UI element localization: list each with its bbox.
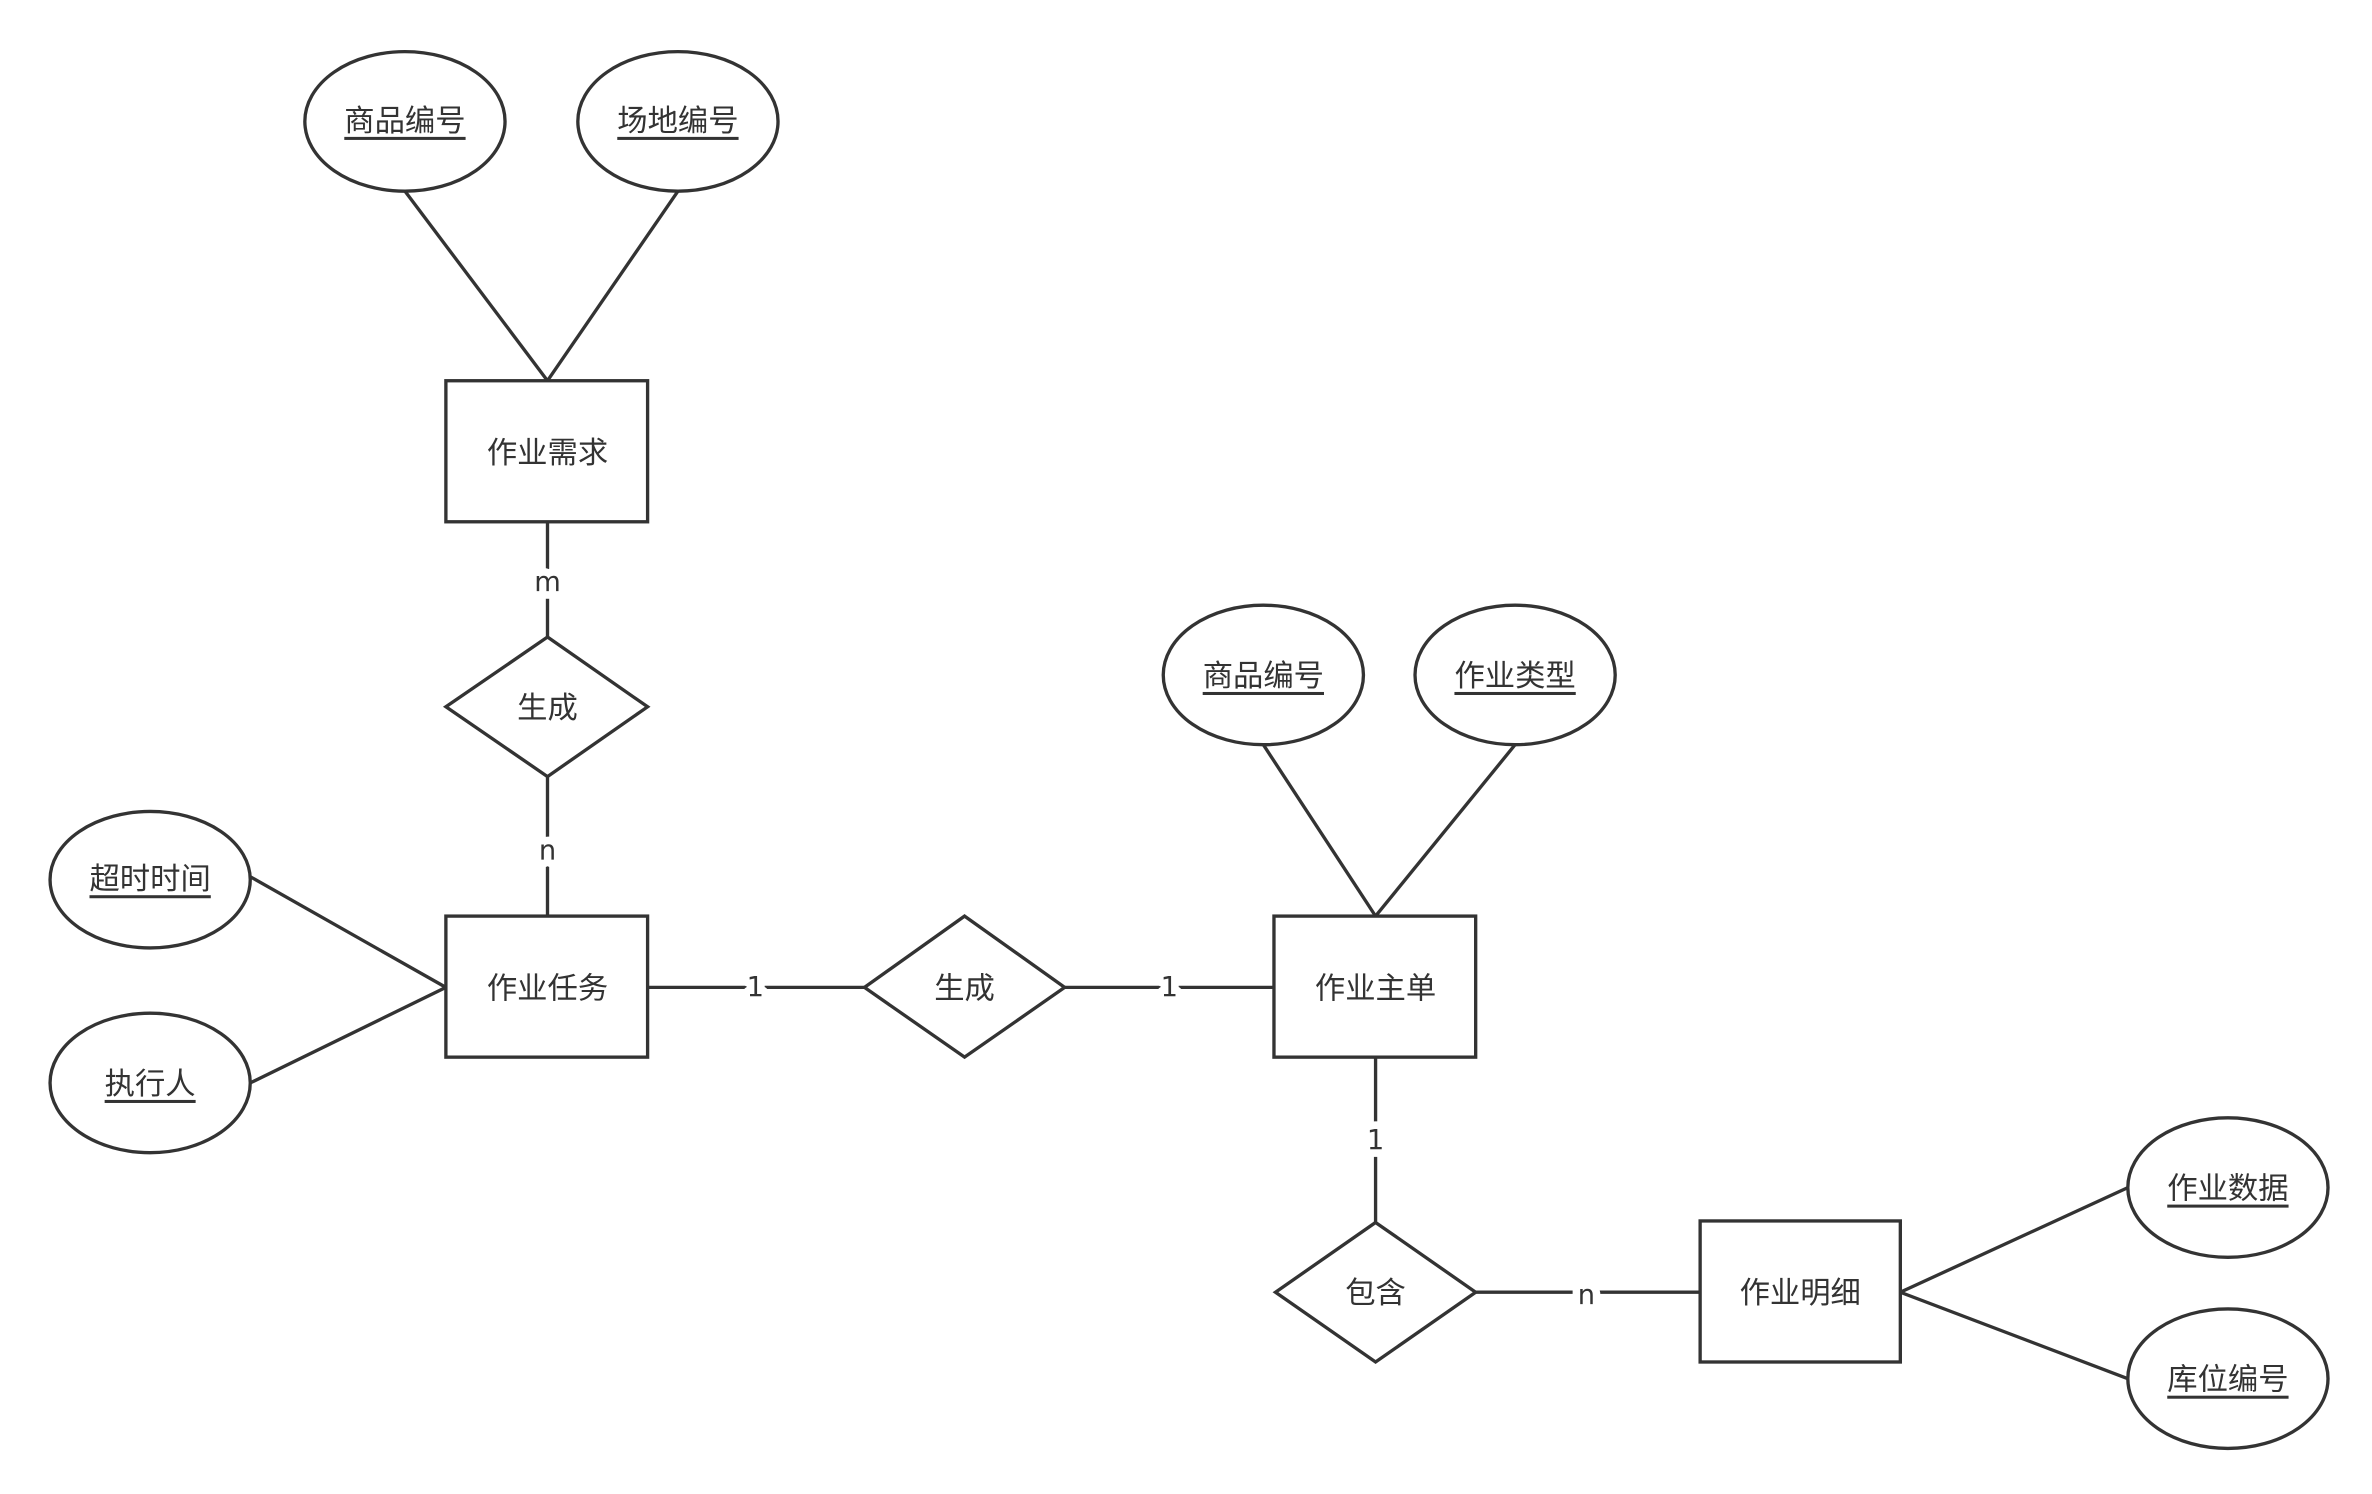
attribute-label: 作业数据 [2167,1172,2288,1207]
entity-job-demand: 作业需求 [444,379,650,524]
attribute-link-line [1261,743,1377,918]
attribute-product-number: 商品编号 [303,49,507,193]
entity-label: 作业明细 [1740,1276,1861,1311]
attribute-link-line [1374,743,1517,918]
entity-box [1272,914,1478,1059]
entity-label: 作业任务 [487,971,608,1006]
attribute-executor: 执行人 [48,1011,252,1155]
cardinality-label: n [539,835,556,866]
entity-job-task: 作业任务 [444,914,650,1059]
attribute-label: 场地编号 [617,104,738,139]
cardinality-label: 1 [1367,1125,1384,1156]
attribute-label: 执行人 [105,1067,196,1102]
attribute-ellipse [576,49,780,193]
entity-label: 作业主单 [1315,971,1436,1006]
relationship-label: 生成 [934,971,995,1006]
attribute-link-line [1899,1186,2129,1294]
attribute-job-type: 作业类型 [1413,603,1617,747]
attribute-link-line [1899,1290,2129,1381]
attribute-link-line [249,985,447,1085]
attribute-site-number: 场地编号 [576,49,780,193]
relationship-contain: 包含 [1272,1220,1479,1365]
cardinality-label: 1 [1161,972,1178,1003]
attribute-ellipse [2126,1307,2330,1451]
entity-job-master: 作业主单 [1272,914,1478,1059]
attribute-link-line [546,190,680,382]
attribute-job-data: 作业数据 [2126,1116,2330,1260]
attribute-location-number: 库位编号 [2126,1307,2330,1451]
entity-label: 作业需求 [487,436,608,471]
attribute-label: 库位编号 [2167,1363,2288,1398]
attribute-ellipse [48,1011,252,1155]
entity-box [444,379,650,524]
attribute-link-line [249,875,447,989]
attribute-ellipse [1161,603,1366,747]
attribute-link-line [403,190,549,382]
entity-box [1698,1219,1902,1364]
attribute-timeout: 超时时间 [48,809,252,950]
attribute-product-number: 商品编号 [1161,603,1366,747]
attribute-label: 超时时间 [89,862,210,897]
relationship-label: 包含 [1345,1276,1406,1311]
connector-lines [249,190,2129,1381]
relationship-diamond [442,635,651,779]
attribute-ellipse [1413,603,1617,747]
entity-job-detail: 作业明细 [1698,1219,1902,1364]
relationship-diamond [861,914,1068,1060]
attribute-ellipse [303,49,507,193]
relationship-label: 生成 [517,691,578,726]
attribute-ellipse [48,809,252,950]
attribute-label: 商品编号 [1203,659,1324,694]
attribute-label: 商品编号 [344,104,465,139]
relationship-generate: 生成 [442,635,651,779]
cardinality-label: 1 [747,972,764,1003]
attribute-ellipse [2126,1116,2330,1260]
cardinality-label: n [1578,1280,1595,1311]
relationship-generate: 生成 [861,914,1068,1060]
cardinality-label: m [534,567,561,598]
relationship-diamond [1272,1220,1479,1365]
entity-box [444,914,650,1059]
attribute-label: 作业类型 [1454,659,1575,694]
